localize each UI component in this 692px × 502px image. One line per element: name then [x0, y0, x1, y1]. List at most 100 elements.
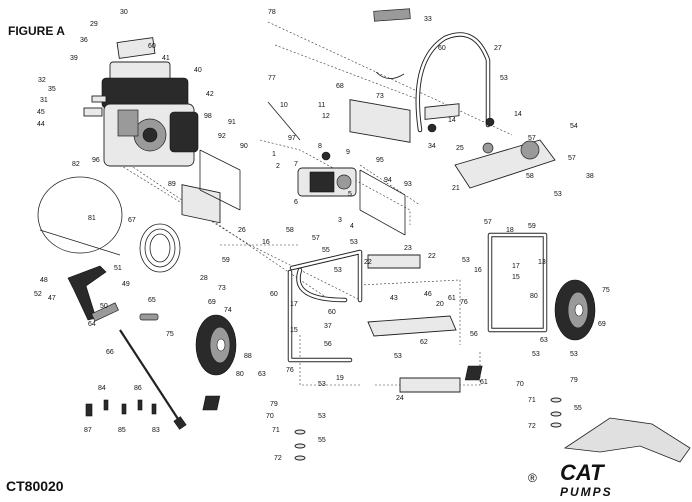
callout-48: 48: [40, 277, 48, 284]
callout-18: 18: [506, 227, 514, 234]
callout-15: 15: [290, 327, 298, 334]
callout-54: 54: [570, 123, 578, 130]
callout-20: 20: [436, 301, 444, 308]
callout-62: 62: [420, 339, 428, 346]
callout-50: 50: [100, 303, 108, 310]
callout-32: 32: [38, 77, 46, 84]
callout-7: 7: [294, 161, 298, 168]
callout-35: 35: [48, 86, 56, 93]
callout-59: 59: [528, 223, 536, 230]
callout-4: 4: [350, 223, 354, 230]
callout-16: 16: [474, 267, 482, 274]
callout-15: 15: [512, 274, 520, 281]
callout-95: 95: [376, 157, 384, 164]
bolt-grid-left: [199, 149, 241, 211]
callout-60: 60: [328, 309, 336, 316]
assembly-guide-lines: [119, 21, 513, 386]
spray-gun: [67, 265, 119, 322]
callout-76: 76: [460, 299, 468, 306]
callout-14: 14: [514, 111, 522, 118]
callout-16: 16: [262, 239, 270, 246]
main-frame: [287, 232, 548, 393]
callout-56: 56: [470, 331, 478, 338]
callout-44: 44: [37, 121, 45, 128]
callout-30: 30: [120, 9, 128, 16]
spray-wand: [119, 313, 187, 430]
callout-27: 27: [494, 45, 502, 52]
callout-56: 56: [324, 341, 332, 348]
figure-title: FIGURE A: [8, 24, 65, 38]
callout-26: 26: [238, 227, 246, 234]
callout-34: 34: [428, 143, 436, 150]
callout-46: 46: [424, 291, 432, 298]
callout-5: 5: [348, 191, 352, 198]
callout-63: 63: [540, 337, 548, 344]
foot-assembly-right: [464, 365, 562, 428]
callout-96: 96: [92, 157, 100, 164]
registered-mark: ®: [528, 471, 537, 485]
callout-3: 3: [338, 217, 342, 224]
callout-33: 33: [424, 16, 432, 23]
callout-47: 47: [48, 295, 56, 302]
right-wheel: [554, 279, 596, 341]
callout-60: 60: [148, 43, 156, 50]
callout-60: 60: [438, 45, 446, 52]
callout-17: 17: [512, 263, 520, 270]
bolt-grid-right: [359, 169, 406, 236]
callout-91: 91: [228, 119, 236, 126]
callout-57: 57: [528, 135, 536, 142]
callout-13: 13: [538, 259, 546, 266]
callout-41: 41: [162, 55, 170, 62]
callout-59: 59: [222, 257, 230, 264]
callout-19: 19: [336, 375, 344, 382]
callout-51: 51: [114, 265, 122, 272]
callout-79: 79: [270, 401, 278, 408]
callout-77: 77: [268, 75, 276, 82]
callout-10: 10: [280, 102, 288, 109]
pump-assembly: [181, 101, 357, 224]
callout-92: 92: [218, 133, 226, 140]
callout-38: 38: [586, 173, 594, 180]
callout-25: 25: [456, 145, 464, 152]
callout-80: 80: [530, 293, 538, 300]
callout-55: 55: [574, 405, 582, 412]
callout-70: 70: [266, 413, 274, 420]
callout-80: 80: [236, 371, 244, 378]
callout-88: 88: [244, 353, 252, 360]
callout-14: 14: [448, 117, 456, 124]
callout-37: 37: [324, 323, 332, 330]
callout-53: 53: [462, 257, 470, 264]
callout-43: 43: [390, 295, 398, 302]
callout-85: 85: [118, 427, 126, 434]
callout-23: 23: [404, 245, 412, 252]
callout-66: 66: [106, 349, 114, 356]
fittings-set: [85, 399, 157, 417]
callout-24: 24: [396, 395, 404, 402]
callout-67: 67: [128, 217, 136, 224]
left-wheel: [195, 314, 237, 376]
long-hose: [37, 176, 123, 256]
callout-76: 76: [286, 367, 294, 374]
callout-65: 65: [148, 297, 156, 304]
callout-8: 8: [318, 143, 322, 150]
callout-29: 29: [90, 21, 98, 28]
callout-71: 71: [272, 427, 280, 434]
callout-81: 81: [88, 215, 96, 222]
callout-57: 57: [312, 235, 320, 242]
callout-53: 53: [318, 381, 326, 388]
callout-68: 68: [336, 83, 344, 90]
handle-and-panel: [349, 8, 495, 143]
callout-22: 22: [428, 253, 436, 260]
callout-69: 69: [208, 299, 216, 306]
callout-39: 39: [70, 55, 78, 62]
callout-53: 53: [500, 75, 508, 82]
callout-90: 90: [240, 143, 248, 150]
callout-58: 58: [526, 173, 534, 180]
callout-72: 72: [274, 455, 282, 462]
callout-75: 75: [602, 287, 610, 294]
callout-40: 40: [194, 67, 202, 74]
callout-22: 22: [364, 259, 372, 266]
hose-coil: [139, 223, 181, 273]
callout-73: 73: [376, 93, 384, 100]
callout-57: 57: [568, 155, 576, 162]
